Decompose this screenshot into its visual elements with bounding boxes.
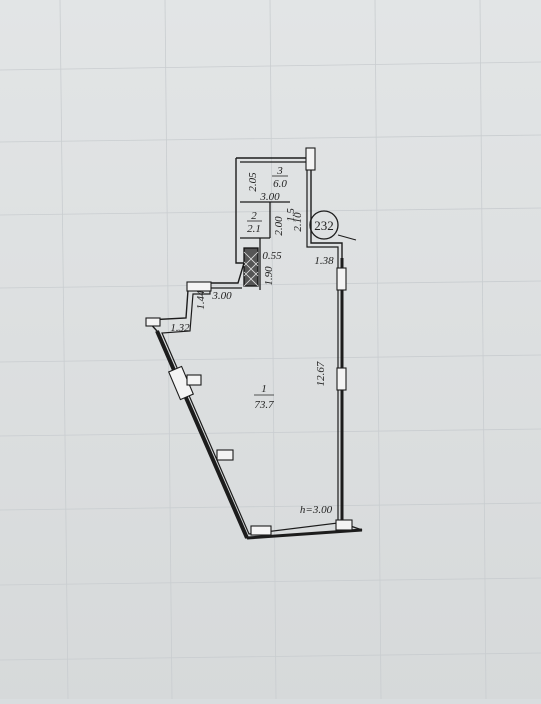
dim-room3-left: 2.05	[247, 172, 259, 192]
window-top-right	[305, 147, 316, 171]
room3-area: 6.0	[273, 178, 287, 190]
room1-number: 1	[261, 383, 267, 395]
dim-step-width: 3.00	[211, 290, 232, 302]
dim-entry-offset: 1.38	[314, 255, 334, 267]
window-step	[186, 281, 212, 292]
dim-right-wall: 12.67	[315, 361, 327, 386]
window-bottom	[250, 525, 272, 536]
wall-openings	[145, 147, 353, 536]
window-right-2	[336, 367, 347, 391]
dim-corridor-width: 1.5	[285, 208, 297, 222]
dim-shaft-height: 1.90	[263, 266, 275, 286]
room3-number: 3	[276, 165, 283, 177]
ceiling-height: h=3.00	[300, 504, 333, 516]
bottom-wall	[246, 528, 363, 540]
dim-shaft-width: 0.55	[262, 250, 282, 262]
dim-entry-side: 2.10	[292, 212, 304, 232]
inner-wall-line	[161, 161, 339, 535]
window-right-bottom	[335, 519, 353, 531]
room-labels: 3 6.0 2 2.1 1 73.7	[247, 165, 288, 411]
room2-number: 2	[251, 210, 257, 222]
dim-left-offset: 1.32	[170, 322, 190, 334]
partitions	[240, 201, 290, 290]
shaft-hatch	[243, 247, 259, 287]
dim-step-height: 1.44	[195, 290, 207, 310]
window-right-1	[336, 267, 347, 291]
dim-room3-width: 3.00	[259, 191, 280, 203]
apartment-number: 232	[314, 218, 334, 233]
apartment-number-marker: 232	[309, 210, 357, 241]
shaft-crosshatch	[243, 251, 259, 287]
diagonal-wall	[155, 330, 249, 539]
door-left	[145, 317, 161, 327]
column-mid	[186, 374, 202, 386]
column-low	[216, 449, 234, 461]
room2-area: 2.1	[247, 223, 261, 235]
room1-area: 73.7	[254, 399, 274, 411]
dimension-labels: 2.05 3.00 2.00 1.5 2.10 0.55 1.90 1.38 1…	[170, 172, 334, 516]
dim-room2-right: 2.00	[273, 216, 285, 236]
